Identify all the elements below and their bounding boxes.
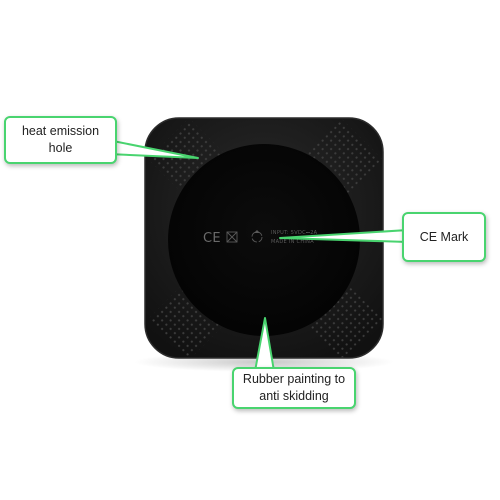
callout-rubber-painting-text: Rubber painting to anti skidding: [242, 372, 346, 403]
callout-heat-emission-text: heat emission hole: [21, 124, 100, 155]
do-not-disturb-icon: [226, 231, 238, 243]
input-rating-label: INPUT: 5VDC⎓2A: [271, 230, 318, 236]
recycle-icon: [251, 230, 263, 243]
rubber-base-disc: [168, 144, 360, 336]
callout-heat-emission-hole: heat emission hole: [4, 116, 117, 164]
ce-mark-icon: CE: [203, 231, 221, 246]
callout-ce-mark: CE Mark: [402, 212, 486, 262]
origin-label: MADE IN CHINA: [271, 239, 314, 245]
callout-rubber-painting: Rubber painting to anti skidding: [232, 367, 356, 409]
callout-ce-mark-text: CE Mark: [419, 229, 469, 244]
